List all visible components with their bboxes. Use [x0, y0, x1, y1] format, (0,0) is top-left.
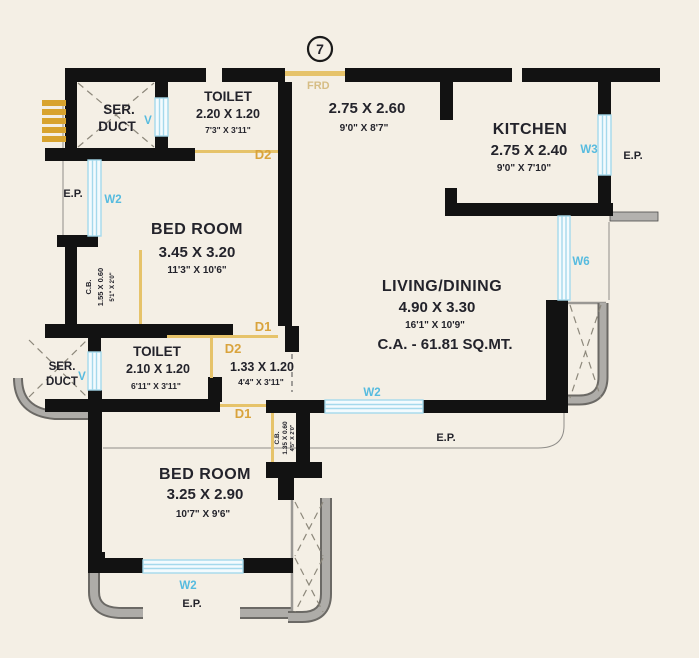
- cupboard-top-label: C.B.: [84, 280, 93, 295]
- cupboard-bottom-dim-ft: 4'5" X 2'0": [290, 424, 296, 451]
- window-v-serduct-mid: [87, 351, 102, 391]
- serduct-top-label-2: DUCT: [98, 119, 136, 134]
- dim-living-m: 4.90 X 3.30: [399, 299, 476, 316]
- window-w2-bedroom-bottom: [142, 559, 244, 574]
- dim-bedroom-bottom-m: 3.25 X 2.90: [167, 486, 244, 503]
- door-d1-bedroom-top-line: [167, 335, 278, 338]
- door-label-d2-passage: D2: [225, 341, 242, 356]
- room-label-living: LIVING/DINING: [382, 278, 502, 295]
- dim-toilet-top-ft: 7'3" X 3'11": [205, 125, 251, 135]
- door-d2-toilet-mid-line: [210, 338, 213, 378]
- window-w3-kitchen: [597, 114, 612, 176]
- dim-bedroom-top-m: 3.45 X 3.20: [159, 244, 236, 261]
- kitchen-ep-ledge: [609, 211, 659, 222]
- walls: [45, 68, 660, 573]
- window-label-w2-bedroom-top: W2: [104, 194, 121, 206]
- window-label-w6: W6: [572, 256, 589, 268]
- dim-kitchen-m: 2.75 X 2.40: [491, 142, 568, 159]
- dim-bedroom-bottom-ft: 10'7" X 9'6": [176, 509, 231, 520]
- bottom-planter-rail: [288, 498, 330, 621]
- bottom-planter-hatch: [294, 501, 324, 613]
- room-label-bedroom-top: BED ROOM: [151, 221, 243, 238]
- window-label-v-mid: V: [78, 371, 86, 383]
- door-frd-line: [285, 71, 345, 76]
- ep-label-middle: E.P.: [436, 432, 455, 444]
- carpet-area-label: C.A. - 61.81 SQ.MT.: [377, 336, 512, 353]
- doors-and-louvers: [42, 71, 345, 462]
- cupboard-top-dim-ft: 5'1" X 2'0": [110, 272, 116, 301]
- hatch-marks: [28, 82, 602, 613]
- dim-foyer-ft: 9'0" X 8'7": [340, 123, 389, 134]
- dim-toilet-mid-ft: 6'11" X 3'11": [131, 381, 181, 391]
- door-d2-toilet-top-line: [195, 150, 278, 153]
- ep-line-middle: [103, 408, 565, 449]
- cupboard-bottom-open-line: [271, 413, 274, 462]
- serduct-mid-label-1: SER.: [49, 361, 76, 373]
- serduct-mid-label-2: DUCT: [46, 376, 78, 388]
- serduct-mid-hatch: [28, 339, 88, 398]
- window-label-w3: W3: [580, 144, 597, 156]
- dim-living-ft: 16'1" X 10'9": [405, 320, 465, 331]
- door-label-frd: FRD: [307, 80, 330, 92]
- ep-label-bedroom-top: E.P.: [63, 188, 82, 200]
- plan-labels: FRD SER. DUCT V TOILET 2.20 X 1.20 7'3" …: [46, 80, 643, 610]
- window-label-w2-living: W2: [363, 387, 380, 399]
- living-planter-hatch: [569, 304, 602, 399]
- balcony-left-rail: [90, 570, 143, 617]
- dim-toilet-top-m: 2.20 X 1.20: [196, 107, 260, 121]
- cupboard-bottom-dim-m: 1.35 X 0.60: [282, 421, 289, 455]
- cupboard-bottom-label: C.B.: [274, 431, 281, 444]
- door-label-d1-bedroom-top: D1: [255, 319, 272, 334]
- cupboard-top-dim-m: 1.55 X 0.60: [96, 268, 105, 306]
- room-label-toilet-top: TOILET: [204, 89, 253, 104]
- balcony-rails: [13, 211, 659, 623]
- unit-number-circle: [306, 35, 334, 63]
- dim-bedroom-top-ft: 11'3" X 10'6": [167, 265, 227, 276]
- window-v-serduct-top: [154, 97, 169, 137]
- door-d1-passage-line: [220, 404, 266, 407]
- dim-passage-ft: 4'4" X 3'11": [238, 377, 284, 387]
- room-label-kitchen: KITCHEN: [493, 121, 568, 138]
- dim-toilet-mid-m: 2.10 X 1.20: [126, 362, 190, 376]
- serduct-top-hatch: [77, 82, 155, 148]
- ep-label-bottom: E.P.: [182, 598, 201, 610]
- window-label-w2-bedroom-bottom: W2: [179, 580, 196, 592]
- window-w2-bedroom-top: [87, 159, 102, 237]
- window-label-v-top: V: [144, 115, 152, 127]
- ep-label-kitchen: E.P.: [623, 150, 642, 162]
- dim-passage-m: 1.33 X 1.20: [230, 360, 294, 374]
- dim-foyer-m: 2.75 X 2.60: [329, 100, 406, 117]
- room-label-bedroom-bottom: BED ROOM: [159, 466, 251, 483]
- unit-number: 7: [316, 41, 324, 57]
- window-w6-living: [557, 215, 571, 301]
- cupboard-top-open-line: [139, 250, 142, 324]
- windows: [87, 97, 612, 574]
- serduct-top-label-1: SER.: [103, 102, 135, 117]
- duct-louvers: [42, 100, 66, 142]
- window-w2-living: [324, 399, 424, 414]
- living-planter-rail: [568, 303, 607, 404]
- door-label-d1-passage: D1: [235, 406, 252, 421]
- room-label-toilet-mid: TOILET: [133, 344, 182, 359]
- serduct-mid-rail: [15, 377, 88, 418]
- door-label-d2-toilet-top: D2: [255, 147, 272, 162]
- dim-kitchen-ft: 9'0" X 7'10": [497, 163, 552, 174]
